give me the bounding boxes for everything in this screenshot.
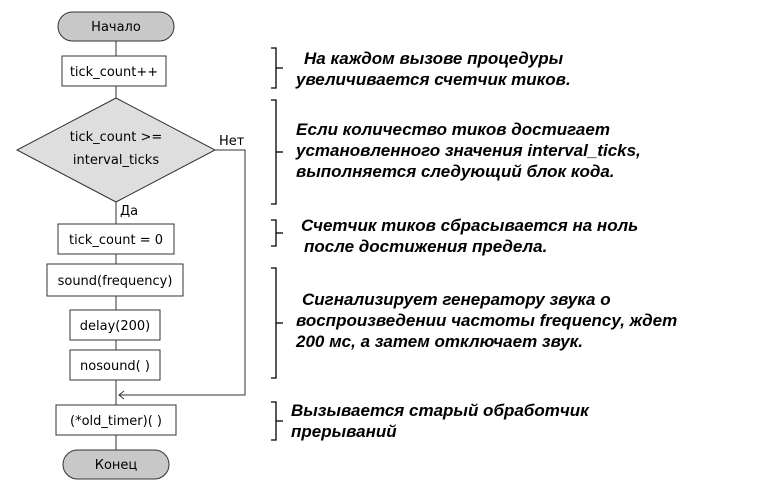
- start-terminal: [57, 11, 175, 42]
- sound-label: sound(frequency): [58, 274, 173, 289]
- bracket-note2: [271, 99, 277, 205]
- note-increment: На каждом вызове процедуры увеличивается…: [296, 48, 571, 90]
- bracket-note4: [271, 267, 277, 379]
- note-old-timer-line1: Вызывается старый обработчик: [291, 401, 589, 420]
- note-decision: Если количество тиков достигает установл…: [296, 119, 641, 182]
- note-sound-line2: воспроизведении частоты frequency, ждет: [296, 311, 678, 330]
- connector-no-branch: [120, 149, 246, 396]
- join-arrowhead: [118, 390, 125, 400]
- nosound-label: nosound( ): [80, 359, 150, 374]
- note-reset-line2: после достижения предела.: [304, 237, 548, 256]
- bracket-note5: [271, 401, 277, 441]
- note-decision-line3: выполняется следующий блок кода.: [296, 162, 615, 181]
- note-sound: Сигнализирует генератору звука о воспрои…: [296, 289, 677, 352]
- reset-box: [57, 223, 175, 255]
- note-increment-line1: На каждом вызове процедуры: [304, 49, 564, 68]
- bracket-note3: [271, 219, 277, 247]
- note-reset-line1: Счетчик тиков сбрасывается на ноль: [301, 216, 639, 235]
- nosound-box: [69, 349, 161, 381]
- increment-label: tick_count++: [70, 65, 158, 80]
- decision-diamond: [15, 97, 217, 203]
- decision-line2: interval_ticks: [73, 153, 159, 168]
- delay-box: [69, 309, 161, 341]
- sound-box: [46, 263, 184, 297]
- delay-label: delay(200): [80, 319, 150, 334]
- note-sound-line3: 200 мс, а затем отключает звук.: [296, 332, 584, 351]
- increment-box: [61, 55, 167, 87]
- note-reset: Счетчик тиков сбрасывается на ноль после…: [301, 215, 638, 257]
- end-label: Конец: [95, 458, 138, 473]
- end-terminal: [62, 449, 170, 480]
- connectors: [115, 41, 246, 450]
- label-yes: Да: [120, 204, 138, 219]
- bracket-note1: [271, 47, 277, 89]
- note-increment-line2: увеличивается счетчик тиков.: [296, 70, 571, 89]
- label-no: Нет: [219, 134, 245, 149]
- note-old-timer-line2: прерываний: [291, 422, 397, 441]
- note-old-timer: Вызывается старый обработчик прерываний: [291, 400, 589, 442]
- decision-line1: tick_count >=: [70, 130, 162, 145]
- note-sound-line1: Сигнализирует генератору звука о: [302, 290, 611, 309]
- annotation-brackets: [271, 47, 283, 441]
- note-decision-line2: установленного значения interval_ticks,: [296, 141, 641, 160]
- old-timer-box: [55, 404, 177, 436]
- start-label: Начало: [91, 20, 141, 35]
- old-timer-label: (*old_timer)( ): [70, 414, 162, 429]
- reset-label: tick_count = 0: [69, 233, 163, 248]
- note-decision-line1: Если количество тиков достигает: [296, 120, 610, 139]
